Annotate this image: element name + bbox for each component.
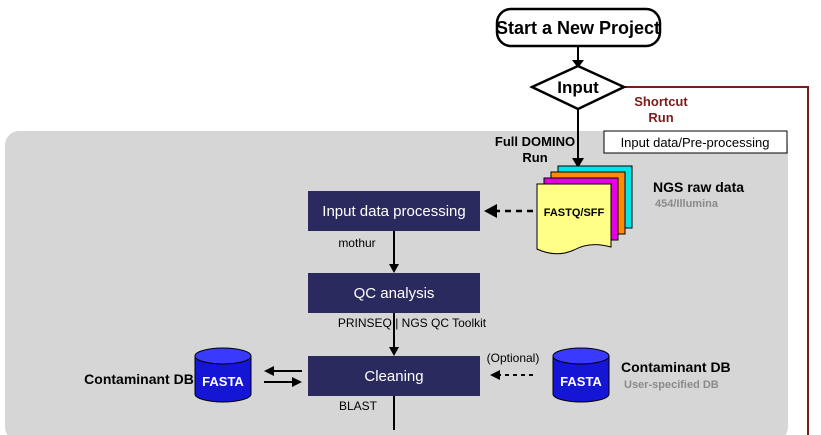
section-label: Input data/Pre-processing (621, 135, 770, 150)
step-qc-analysis[interactable] (308, 273, 480, 313)
sheet-yellow (536, 183, 612, 255)
step-cleaning-label: Cleaning (364, 368, 423, 385)
step-cleaning[interactable] (308, 356, 480, 396)
optional-label: (Optional) (487, 351, 540, 365)
arrowhead-step1-step2 (389, 264, 399, 273)
arrowhead-cleaning-to-db (264, 366, 274, 376)
raw-data-title: NGS raw data (653, 179, 744, 195)
raw-data-file-label: FASTQ/SFF (544, 207, 605, 219)
db-left-name: Contaminant DB (84, 371, 194, 387)
arrowhead-step2-step3 (389, 347, 399, 356)
step-qc-analysis-label: QC analysis (354, 285, 435, 302)
shortcut-path (624, 86, 809, 435)
arrowhead-rawdata (484, 204, 497, 218)
arrowhead-db-to-cleaning (292, 377, 302, 387)
start-node-label: Start a New Project (496, 18, 660, 38)
arrowhead-start-input (572, 60, 584, 68)
db-right-cylinder: FASTA (552, 347, 610, 403)
input-node-label: Input (557, 78, 599, 97)
step-input-processing-label: Input data processing (322, 203, 465, 220)
section-label-box (603, 130, 788, 154)
full-run-label-line2: Run (522, 150, 547, 165)
shortcut-label-line1: Shortcut (634, 94, 688, 109)
raw-data-stack: FASTQ/SFF (536, 165, 633, 255)
shortcut-label-line2: Run (648, 110, 673, 125)
step-cleaning-tools: BLAST (339, 399, 378, 413)
db-left-cylinder: FASTA (194, 347, 252, 403)
db-right-label: FASTA (560, 374, 602, 389)
raw-data-subtitle: 454/Illumina (655, 198, 719, 210)
step-qc-analysis-tools: PRINSEQ | NGS QC Toolkit (338, 316, 487, 330)
arrowhead-optional (490, 370, 500, 380)
db-right-subtitle: User-specified DB (624, 379, 719, 391)
db-right-name: Contaminant DB (621, 359, 731, 375)
db-left-label: FASTA (202, 374, 244, 389)
step-input-processing-tools: mothur (338, 236, 375, 250)
full-run-label-line1: Full DOMINO (495, 134, 575, 149)
step-input-processing[interactable] (308, 191, 480, 231)
arrowhead-input-rawdata (572, 158, 584, 168)
